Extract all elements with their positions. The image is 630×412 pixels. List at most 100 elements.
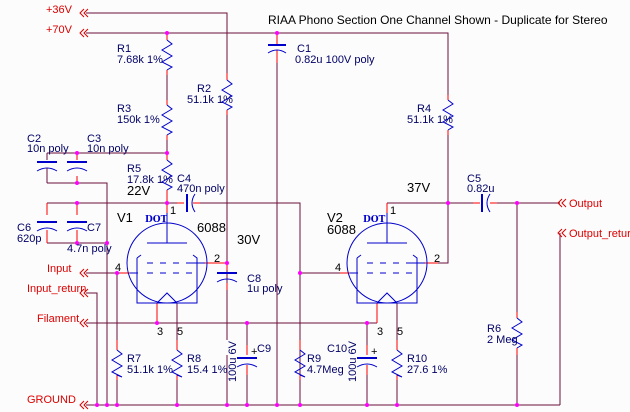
svg-text:6088: 6088 (197, 220, 226, 235)
port-input: Input (47, 263, 89, 278)
wires (47, 12, 561, 406)
svg-text:17.8k 1%: 17.8k 1% (127, 174, 173, 186)
capacitor-c10: + C10 100u 6V (327, 340, 377, 382)
port-ground: GROUND (27, 394, 89, 410)
svg-text:+70V: +70V (46, 24, 73, 36)
svg-text:100u 6V: 100u 6V (347, 340, 359, 382)
svg-text:0.82u 100V poly: 0.82u 100V poly (295, 54, 375, 66)
svg-text:15.4 1%: 15.4 1% (187, 364, 228, 376)
port-filament: Filament (37, 313, 89, 328)
svg-text:C6: C6 (17, 222, 31, 234)
wire-70v (86, 32, 449, 95)
svg-text:R1: R1 (117, 43, 131, 55)
capacitor-c1: C1 0.82u 100V poly (267, 43, 375, 66)
svg-text:51.1k 1%: 51.1k 1% (407, 114, 453, 126)
voltage-v1-plate: 22V (127, 183, 150, 198)
svg-text:+: + (371, 346, 377, 358)
svg-text:10n poly: 10n poly (27, 143, 69, 155)
svg-text:C1: C1 (297, 43, 311, 55)
capacitor-c2: C2 10n poly (27, 133, 69, 183)
resistor-r8: R8 15.4 1% (170, 349, 228, 378)
svg-text:Input: Input (47, 263, 71, 275)
svg-text:C4: C4 (177, 173, 191, 185)
svg-text:R10: R10 (407, 353, 427, 365)
port-output: Output (557, 198, 602, 210)
resistor-r5: R5 17.8k 1% (127, 159, 173, 191)
capacitor-c5: C5 0.82u (467, 173, 495, 213)
capacitor-c8: C8 1u poly (216, 272, 283, 295)
capacitor-c7: C7 4.7n poly (66, 221, 112, 255)
schematic-title: RIAA Phono Section One Channel Shown - D… (268, 13, 608, 27)
port-70v: +70V (46, 24, 89, 38)
resistor-r1: R1 7.68k 1% (117, 39, 174, 71)
svg-text:4.7Meg: 4.7Meg (307, 364, 344, 376)
resistor-r3: R3 150k 1% (117, 103, 174, 136)
svg-text:4: 4 (335, 262, 341, 274)
capacitor-c9: + C9 100u 6V (227, 340, 271, 382)
svg-text:5: 5 (177, 326, 183, 338)
port-input-return: Input_return (27, 283, 89, 298)
svg-text:C3: C3 (87, 133, 101, 145)
svg-text:Input_return: Input_return (27, 283, 86, 295)
svg-text:R2: R2 (197, 83, 211, 95)
leads (46, 33, 518, 380)
capacitor-c6: C6 620p (17, 221, 58, 245)
svg-text:4.7n poly: 4.7n poly (67, 243, 112, 255)
resistor-r7: R7 51.1k 1% (110, 349, 173, 378)
svg-text:C8: C8 (247, 273, 261, 285)
capacitor-c3: C3 10n poly (66, 133, 129, 172)
svg-text:Filament: Filament (37, 313, 79, 325)
svg-text:C2: C2 (27, 133, 41, 145)
svg-text:R7: R7 (127, 353, 141, 365)
svg-text:+: + (251, 346, 257, 358)
svg-text:100u 6V: 100u 6V (227, 340, 239, 382)
resistor-r4: R4 51.1k 1% (407, 99, 455, 131)
voltage-v2-plate: 37V (407, 180, 430, 195)
svg-text:1u poly: 1u poly (247, 283, 283, 295)
svg-text:V1: V1 (117, 210, 133, 225)
svg-text:0.82u: 0.82u (467, 183, 495, 195)
svg-text:620p: 620p (17, 233, 41, 245)
svg-text:R5: R5 (127, 163, 141, 175)
svg-text:10n poly: 10n poly (87, 143, 129, 155)
svg-text:DOT: DOT (363, 215, 386, 225)
port-36v: +36V (46, 4, 89, 18)
svg-text:R6: R6 (487, 323, 501, 335)
svg-text:V2: V2 (327, 210, 343, 225)
junctions (75, 31, 519, 407)
svg-text:51.1k 1%: 51.1k 1% (127, 364, 173, 376)
voltage-v1-screen: 30V (237, 232, 260, 247)
svg-text:150k 1%: 150k 1% (117, 114, 160, 126)
port-output-return: Output_return (557, 228, 630, 240)
svg-text:+36V: +36V (46, 4, 73, 16)
svg-text:7.68k 1%: 7.68k 1% (117, 54, 163, 66)
tube-v2: DOT V2 6088 1 2 4 3 5 (327, 205, 440, 338)
svg-text:R9: R9 (307, 353, 321, 365)
svg-text:C10: C10 (327, 343, 347, 355)
svg-text:R3: R3 (117, 103, 131, 115)
svg-text:27.6 1%: 27.6 1% (407, 364, 448, 376)
tube-v1: DOT V1 6088 1 2 4 3 5 (115, 205, 226, 338)
resistor-r10: R10 27.6 1% (390, 349, 448, 378)
wire-36v (86, 12, 228, 73)
svg-text:4: 4 (115, 262, 121, 274)
svg-text:Output_return: Output_return (569, 228, 630, 240)
svg-text:51.1k 1%: 51.1k 1% (187, 94, 233, 106)
svg-text:Output: Output (569, 198, 602, 210)
svg-text:C5: C5 (467, 173, 481, 185)
svg-text:3: 3 (157, 326, 163, 338)
svg-text:DOT: DOT (145, 215, 168, 225)
svg-text:R4: R4 (417, 103, 431, 115)
svg-text:1: 1 (390, 205, 396, 217)
svg-text:1: 1 (170, 205, 176, 217)
svg-text:3: 3 (377, 326, 383, 338)
svg-text:2: 2 (434, 253, 440, 265)
resistor-r9: R9 4.7Meg (293, 349, 344, 378)
svg-text:GROUND: GROUND (27, 394, 76, 406)
resistor-r6: R6 2 Meg (487, 317, 524, 349)
svg-text:5: 5 (397, 326, 403, 338)
svg-text:2 Meg: 2 Meg (487, 334, 518, 346)
svg-text:C9: C9 (257, 343, 271, 355)
svg-text:2: 2 (214, 253, 220, 265)
